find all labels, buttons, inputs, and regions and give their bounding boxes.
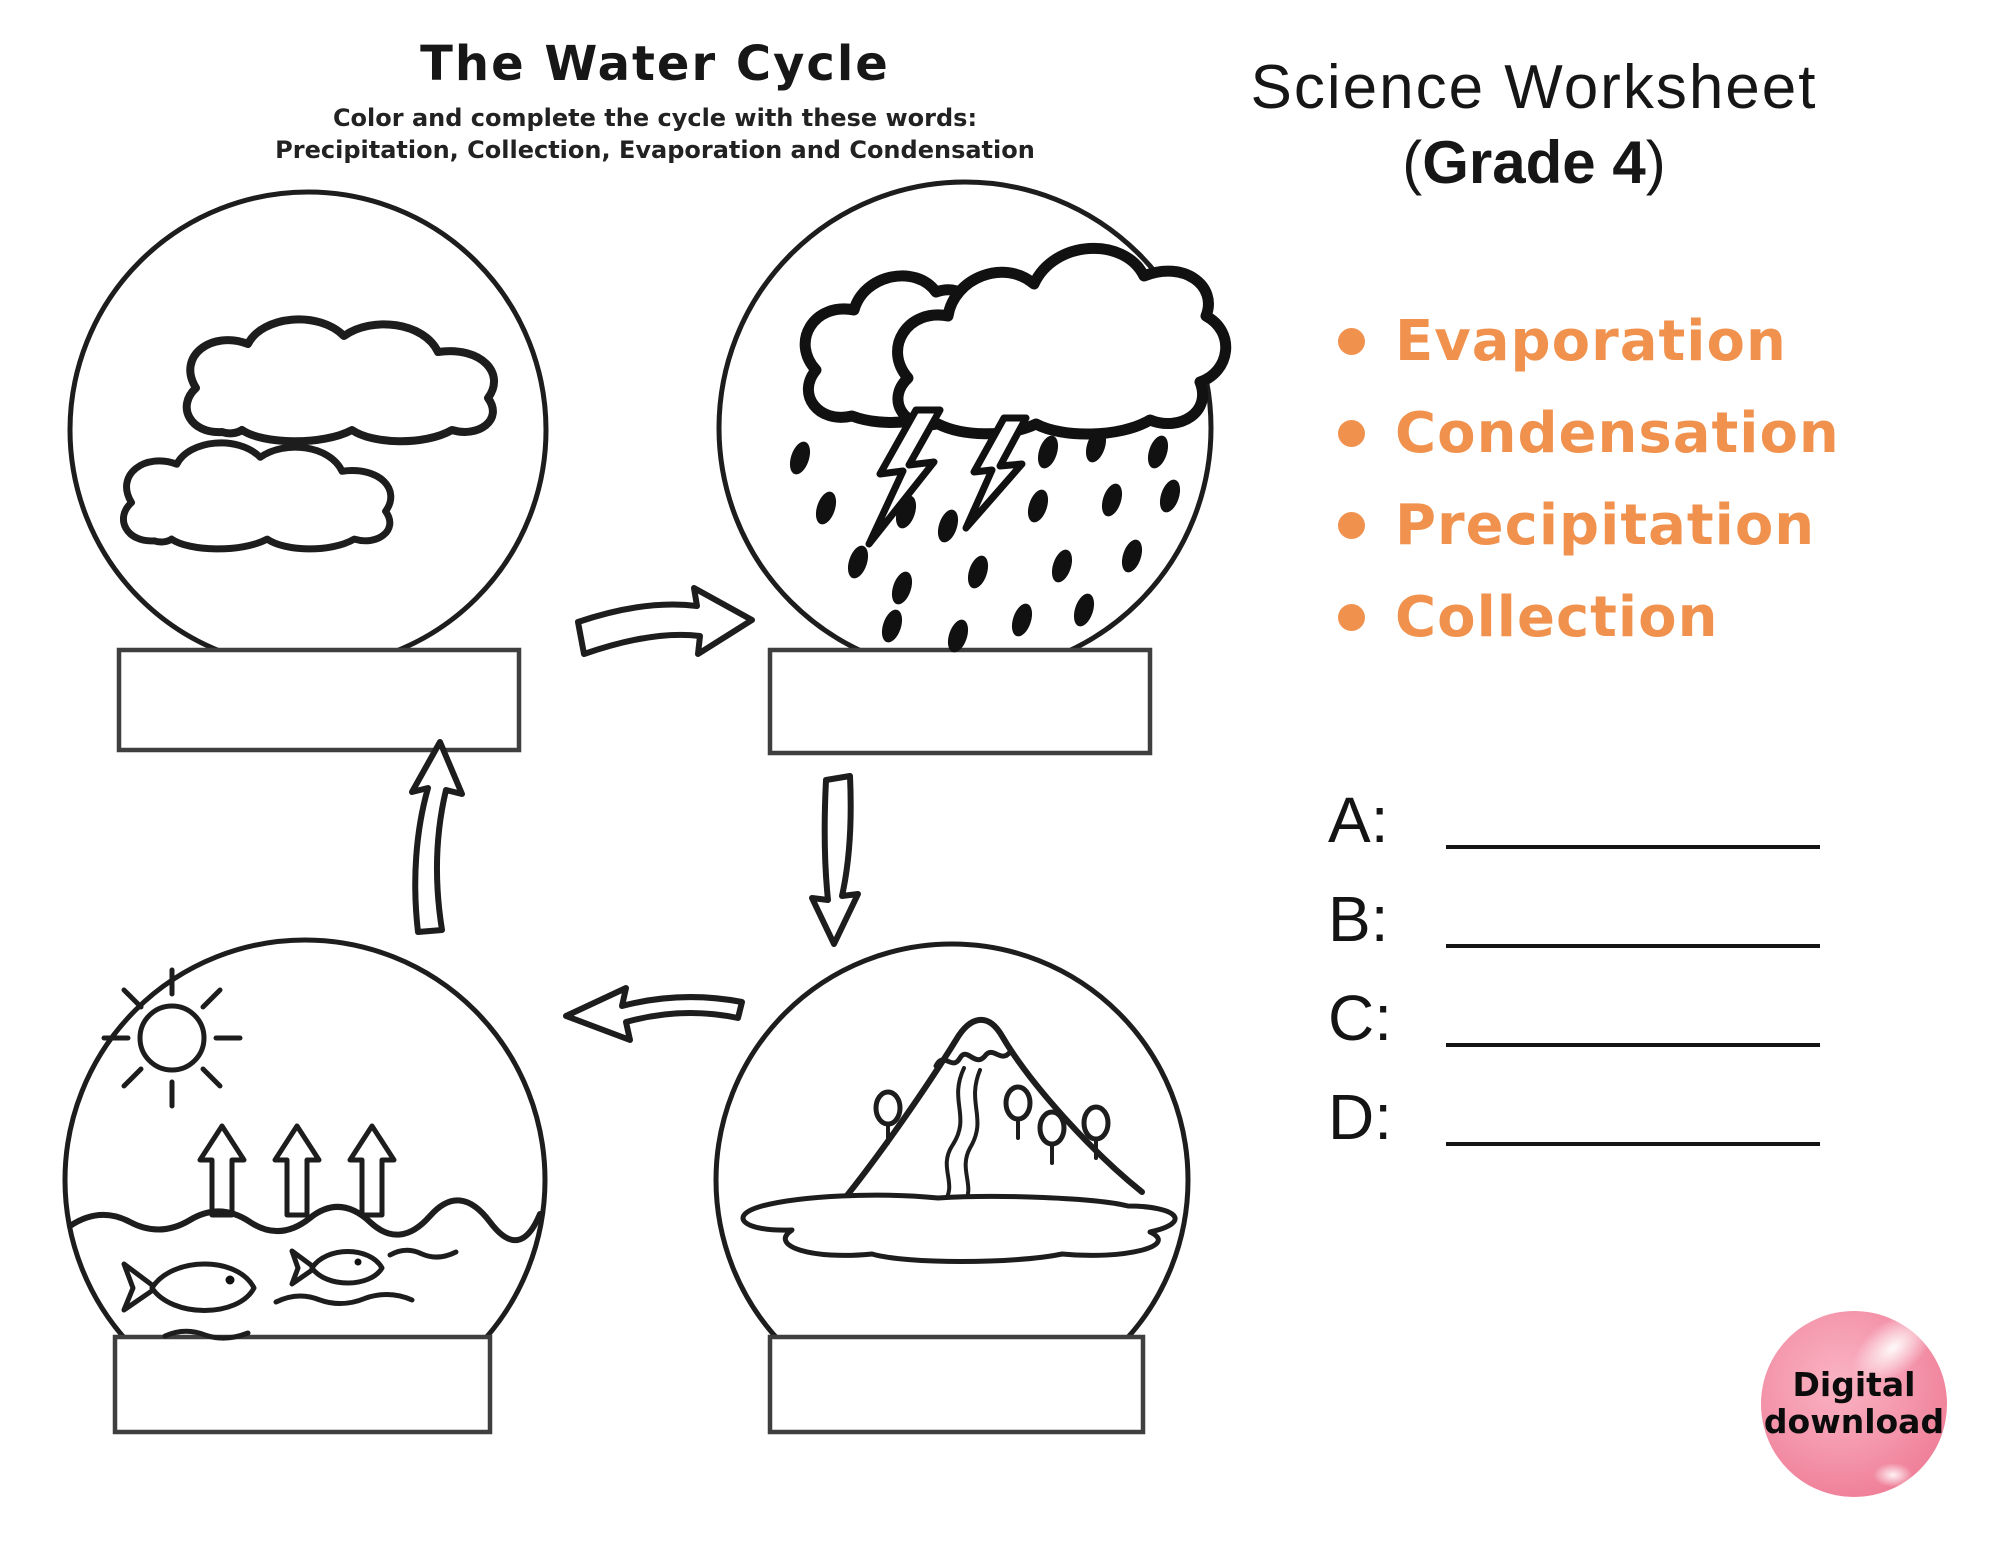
badge-line1: Digital: [1792, 1365, 1916, 1405]
panel-grade: (Grade 4): [1244, 128, 1824, 197]
word-bank-item-evaporation: Evaporation: [1338, 308, 1840, 374]
worksheet-subtitle-line1: Color and complete the cycle with these …: [332, 104, 978, 132]
river-line: [942, 1066, 966, 1204]
digital-download-badge: Digital download: [1761, 1311, 1947, 1497]
fish-icon: [121, 1261, 257, 1313]
answer-label: D:: [1328, 1081, 1392, 1153]
river-line: [962, 1068, 982, 1206]
tree-icon: [873, 1089, 903, 1145]
wave-icon: [387, 1247, 459, 1260]
cycle-arrow-down-icon: [809, 773, 861, 947]
globe-label-box: [767, 1334, 1146, 1435]
cycle-arrow-right-icon: [575, 585, 755, 657]
clouds-globe: [67, 189, 549, 753]
bullet-dot-icon: [1338, 419, 1365, 447]
sun-water-globe: [62, 937, 548, 1435]
sun-icon: [101, 967, 243, 1109]
tree-icon: [1003, 1084, 1033, 1140]
bullet-dot-icon: [1338, 327, 1365, 355]
worksheet-subtitle-line2: Precipitation, Collection, Evaporation a…: [275, 136, 1035, 165]
panel-heading: Science Worksheet: [1250, 53, 1818, 122]
word-bank-list: Evaporation Condensation Precipitation C…: [1338, 308, 1840, 676]
cycle-arrow-up-icon: [409, 739, 465, 935]
wave-icon: [162, 1328, 251, 1341]
wave-icon: [273, 1292, 415, 1306]
tree-icon: [1037, 1109, 1067, 1165]
answer-row-b: B:: [1328, 867, 1820, 966]
word-bank-label: Collection: [1395, 584, 1719, 650]
water-surface-line: [67, 1197, 543, 1243]
answer-row-d: D:: [1328, 1065, 1820, 1164]
globe-label-box: [112, 1334, 493, 1435]
answer-row-c: C:: [1328, 966, 1820, 1065]
fish-icon: [289, 1248, 385, 1287]
globe-label-box: [116, 647, 522, 753]
word-bank-item-collection: Collection: [1338, 584, 1840, 650]
answer-blank-line: [1446, 944, 1820, 948]
worksheet-title: The Water Cycle: [420, 36, 890, 92]
worksheet-title-block: The Water Cycle Color and complete the c…: [0, 36, 1310, 167]
grade-paren-close: ): [1645, 129, 1666, 196]
word-bank-item-precipitation: Precipitation: [1338, 492, 1840, 558]
answer-label: A:: [1328, 784, 1389, 856]
storm-rain-globe: [716, 179, 1232, 756]
lightning-icon: [962, 414, 1030, 532]
cloud-icon: [182, 315, 498, 446]
water-cycle-diagram: [62, 179, 1232, 1435]
answer-blank-line: [1446, 1043, 1820, 1047]
cycle-arrow-left-icon: [563, 985, 745, 1043]
word-bank-label: Evaporation: [1395, 308, 1787, 374]
tree-icon: [1081, 1104, 1111, 1160]
answer-label: B:: [1328, 883, 1389, 955]
bullet-dot-icon: [1338, 511, 1365, 539]
snow-cap-line: [933, 1049, 1013, 1069]
evaporation-arrow-icon: [197, 1123, 397, 1218]
mountain-icon: [842, 1016, 1145, 1201]
bullet-dot-icon: [1338, 603, 1365, 631]
lake-icon: [740, 1192, 1178, 1264]
word-bank-item-condensation: Condensation: [1338, 400, 1840, 466]
globe-label-box: [767, 647, 1153, 756]
raindrops: [789, 429, 1181, 653]
answer-row-a: A:: [1328, 768, 1820, 867]
word-bank-label: Condensation: [1395, 400, 1840, 466]
grade-text: Grade 4: [1422, 129, 1646, 196]
answer-label: C:: [1328, 982, 1392, 1054]
mountain-lake-globe: [713, 941, 1191, 1435]
answers-block: A: B: C: D:: [1328, 768, 1820, 1164]
badge-line2: download: [1763, 1402, 1945, 1441]
word-bank-label: Precipitation: [1395, 492, 1816, 558]
grade-paren-open: (: [1402, 129, 1423, 196]
answer-blank-line: [1446, 1142, 1820, 1146]
answer-blank-line: [1446, 845, 1820, 849]
